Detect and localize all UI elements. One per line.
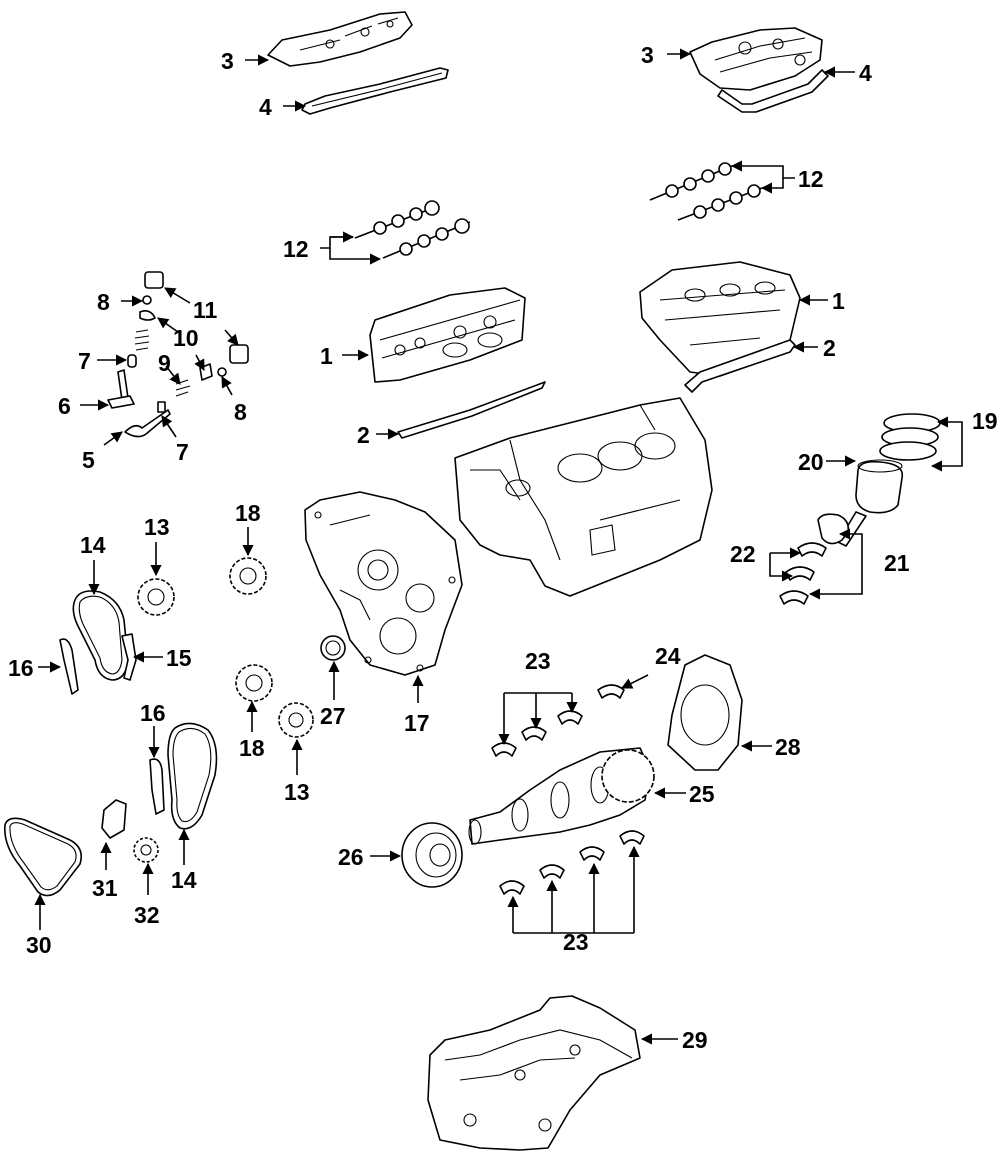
- valve-cover-right[interactable]: [689, 27, 823, 91]
- engine-block[interactable]: [454, 397, 713, 597]
- sprocket-13-lower[interactable]: [278, 702, 314, 738]
- tensioner-guide-15[interactable]: [121, 633, 137, 681]
- callout-14-upper: 14: [80, 532, 106, 558]
- callout-23-upper: 23: [525, 648, 551, 674]
- sprocket-13-upper[interactable]: [137, 578, 175, 616]
- chain-guide-16-upper[interactable]: [59, 638, 79, 695]
- callout-6: 6: [58, 393, 71, 419]
- callout-18-upper: 18: [235, 500, 261, 526]
- callout-25: 25: [689, 781, 715, 807]
- timing-cover-seal[interactable]: [320, 635, 346, 661]
- callout-3-right: 3: [641, 42, 654, 68]
- camshaft-right-upper[interactable]: [649, 162, 733, 201]
- valve-cover-gasket-right[interactable]: [717, 69, 829, 113]
- piston-rings[interactable]: [879, 413, 941, 461]
- callout-29: 29: [682, 1027, 708, 1053]
- callout-2-left: 2: [357, 422, 370, 448]
- callout-16-upper: 16: [8, 655, 34, 681]
- crank-pulley[interactable]: [401, 822, 463, 888]
- sprocket-18-upper[interactable]: [229, 557, 267, 595]
- callout-15: 15: [166, 645, 192, 671]
- callout-13-upper: 13: [144, 514, 170, 540]
- callout-5: 5: [82, 447, 95, 473]
- callout-26: 26: [338, 844, 364, 870]
- cylinder-head-left[interactable]: [369, 287, 526, 383]
- callout-24: 24: [655, 643, 681, 669]
- valve-cover-left[interactable]: [267, 11, 413, 67]
- callout-13-lower: 13: [284, 779, 310, 805]
- chain-tensioner-31[interactable]: [101, 799, 127, 839]
- chain-guide-16-lower[interactable]: [149, 758, 165, 815]
- callout-16-lower: 16: [140, 700, 166, 726]
- callout-labels: 3 4 3 4 12 12 1 2 1 2 11 8 10 7 9 8 6 5 …: [8, 42, 998, 1053]
- head-gasket-right[interactable]: [684, 339, 796, 393]
- callout-18-lower: 18: [239, 735, 265, 761]
- callout-19: 19: [972, 408, 998, 434]
- crankshaft[interactable]: [468, 747, 655, 845]
- cylinder-head-right[interactable]: [639, 261, 801, 377]
- piston[interactable]: [855, 459, 904, 514]
- callout-12-right: 12: [798, 166, 824, 192]
- callout-3-left: 3: [221, 48, 234, 74]
- callout-17: 17: [404, 710, 430, 736]
- valve-train-parts[interactable]: [107, 271, 249, 438]
- rod-bearings[interactable]: [779, 542, 827, 605]
- callout-2-right: 2: [823, 335, 836, 361]
- camshaft-right-lower[interactable]: [677, 184, 763, 221]
- callout-23-lower: 23: [563, 929, 589, 955]
- callout-31: 31: [92, 875, 118, 901]
- callout-4-right: 4: [859, 60, 872, 86]
- callout-4-left: 4: [259, 94, 272, 120]
- callout-28: 28: [775, 734, 801, 760]
- callout-9: 9: [158, 350, 171, 376]
- callout-8-lower: 8: [234, 399, 247, 425]
- callout-8-upper: 8: [97, 289, 110, 315]
- timing-cover[interactable]: [304, 491, 463, 676]
- callout-22: 22: [730, 541, 756, 567]
- callout-30: 30: [26, 932, 52, 958]
- valve-cover-gasket-left[interactable]: [301, 67, 449, 115]
- callout-27: 27: [320, 703, 346, 729]
- camshaft-left-lower[interactable]: [382, 218, 471, 259]
- callout-1-left: 1: [320, 343, 333, 369]
- callout-11: 11: [193, 297, 218, 323]
- sprocket-18-lower[interactable]: [235, 664, 273, 702]
- callout-10: 10: [173, 325, 199, 351]
- callout-20: 20: [798, 449, 824, 475]
- main-bearings-lower[interactable]: [499, 830, 645, 895]
- callout-32: 32: [134, 902, 160, 928]
- callout-1-right: 1: [832, 288, 845, 314]
- connecting-rod[interactable]: [817, 511, 867, 547]
- head-gasket-left[interactable]: [397, 381, 546, 439]
- callout-21: 21: [884, 550, 910, 576]
- callout-14-lower: 14: [171, 867, 197, 893]
- timing-chain-upper[interactable]: [72, 590, 129, 681]
- callout-7-lower: 7: [176, 439, 189, 465]
- rear-main-seal[interactable]: [667, 654, 743, 771]
- callout-12-left: 12: [283, 236, 309, 262]
- timing-chain-lower[interactable]: [167, 722, 218, 830]
- callout-7-upper: 7: [78, 348, 91, 374]
- leader-lines: [34, 48, 963, 1045]
- camshaft-left-upper[interactable]: [354, 200, 440, 239]
- oil-pan[interactable]: [427, 995, 641, 1151]
- crank-sprocket-32[interactable]: [133, 837, 159, 863]
- main-bearings-upper[interactable]: [491, 684, 625, 757]
- oil-pump-chain-30[interactable]: [3, 817, 83, 897]
